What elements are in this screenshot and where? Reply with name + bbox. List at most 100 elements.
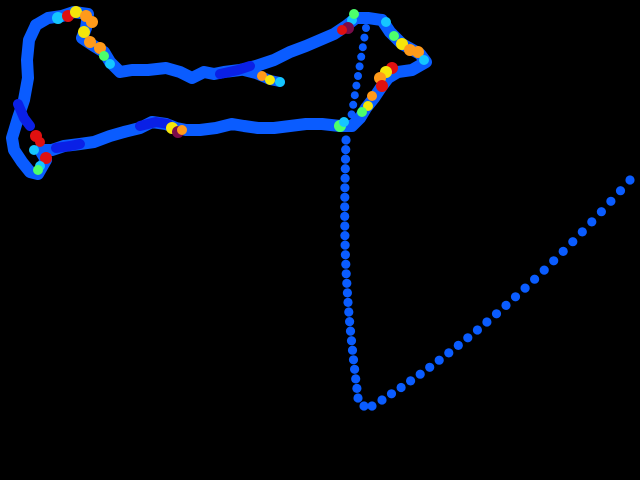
color-hotspots xyxy=(29,6,429,175)
track-dark-segment-2 xyxy=(135,117,173,131)
track-dot xyxy=(340,240,350,250)
hotspot xyxy=(84,36,96,48)
track-dot xyxy=(347,345,358,355)
track-dot xyxy=(568,237,578,247)
track-dot xyxy=(346,336,357,346)
track-dot xyxy=(345,317,355,327)
track-dot xyxy=(501,300,511,310)
track-dot xyxy=(345,326,356,336)
track-dot xyxy=(343,297,353,307)
track-dot xyxy=(352,383,362,393)
track-dot xyxy=(341,145,351,155)
track-dot xyxy=(453,340,463,350)
track-dot xyxy=(341,135,351,145)
hotspot xyxy=(52,12,64,24)
track-dot xyxy=(463,333,473,343)
track-dot xyxy=(350,91,359,100)
hotspot xyxy=(337,25,347,35)
hotspot xyxy=(177,125,187,135)
track-dot xyxy=(349,100,358,109)
track-dot xyxy=(355,62,364,71)
hotspot xyxy=(78,26,90,38)
track-dot xyxy=(353,393,363,403)
track-dot xyxy=(558,246,568,256)
hotspot xyxy=(94,42,106,54)
hotspot xyxy=(381,17,391,27)
track-dot xyxy=(472,325,482,335)
track-dot xyxy=(577,227,587,237)
track-dot xyxy=(482,317,492,327)
track-dot xyxy=(340,164,350,174)
hotspot xyxy=(357,107,367,117)
track-dot xyxy=(596,207,607,217)
track-dot xyxy=(587,217,597,227)
track-dot xyxy=(406,376,416,386)
track-dot xyxy=(625,175,635,185)
track-dot xyxy=(340,221,350,231)
track-dot xyxy=(344,307,354,317)
track-dot xyxy=(425,362,435,372)
track-dot xyxy=(615,186,626,196)
track-dot xyxy=(386,389,397,399)
track-dot xyxy=(415,369,425,379)
track-dot xyxy=(606,196,616,206)
track-dark-segment-4 xyxy=(13,99,35,131)
track-dot xyxy=(342,288,352,298)
hotspot xyxy=(265,75,275,85)
hotspot xyxy=(376,80,388,92)
track-dot xyxy=(348,355,359,365)
track-dot xyxy=(359,401,369,411)
track-dot xyxy=(341,259,351,269)
track-dot xyxy=(358,43,367,52)
track-dot xyxy=(362,24,370,32)
hotspot xyxy=(99,51,109,61)
hotspot xyxy=(389,31,399,41)
track-dot xyxy=(350,364,360,374)
track-dot xyxy=(340,154,351,164)
track-dot xyxy=(341,269,351,279)
track-dot xyxy=(347,110,356,119)
hotspot xyxy=(339,117,349,127)
track-dot xyxy=(340,211,350,221)
hotspot xyxy=(35,137,45,147)
track-dot xyxy=(549,256,559,266)
track-dot xyxy=(342,278,352,288)
hotspot xyxy=(40,152,52,164)
track-dot xyxy=(434,355,444,365)
track-dot xyxy=(396,382,406,393)
hotspot xyxy=(70,6,82,18)
track-dot xyxy=(539,265,549,275)
hotspot xyxy=(349,9,359,19)
track-dot xyxy=(377,395,387,405)
track-dot xyxy=(340,173,350,183)
hotspot xyxy=(412,46,424,58)
hotspot xyxy=(105,59,115,69)
track-dot xyxy=(340,231,350,241)
track-dot xyxy=(444,348,454,358)
track-dot xyxy=(530,274,540,284)
hotspot xyxy=(86,16,98,28)
track-dot xyxy=(351,374,361,384)
hotspot xyxy=(419,55,429,65)
track-dark-segment-3 xyxy=(51,139,85,153)
track-dot xyxy=(520,283,530,293)
track-dot xyxy=(352,81,361,90)
track-dot xyxy=(367,401,377,411)
hotspot xyxy=(29,145,39,155)
track-dot xyxy=(360,33,369,42)
dotted-track-path xyxy=(340,24,635,411)
track-dot xyxy=(340,183,350,193)
hotspot xyxy=(33,165,43,175)
track-dot xyxy=(340,202,350,212)
track-dot xyxy=(340,250,350,260)
hotspot xyxy=(367,91,377,101)
track-dot xyxy=(354,72,362,80)
track-dot xyxy=(510,292,521,302)
track-dot xyxy=(357,52,366,61)
hotspot xyxy=(275,77,285,87)
track-dark-segment-1 xyxy=(215,61,255,79)
track-dot xyxy=(340,192,350,202)
track-dot xyxy=(491,309,502,319)
